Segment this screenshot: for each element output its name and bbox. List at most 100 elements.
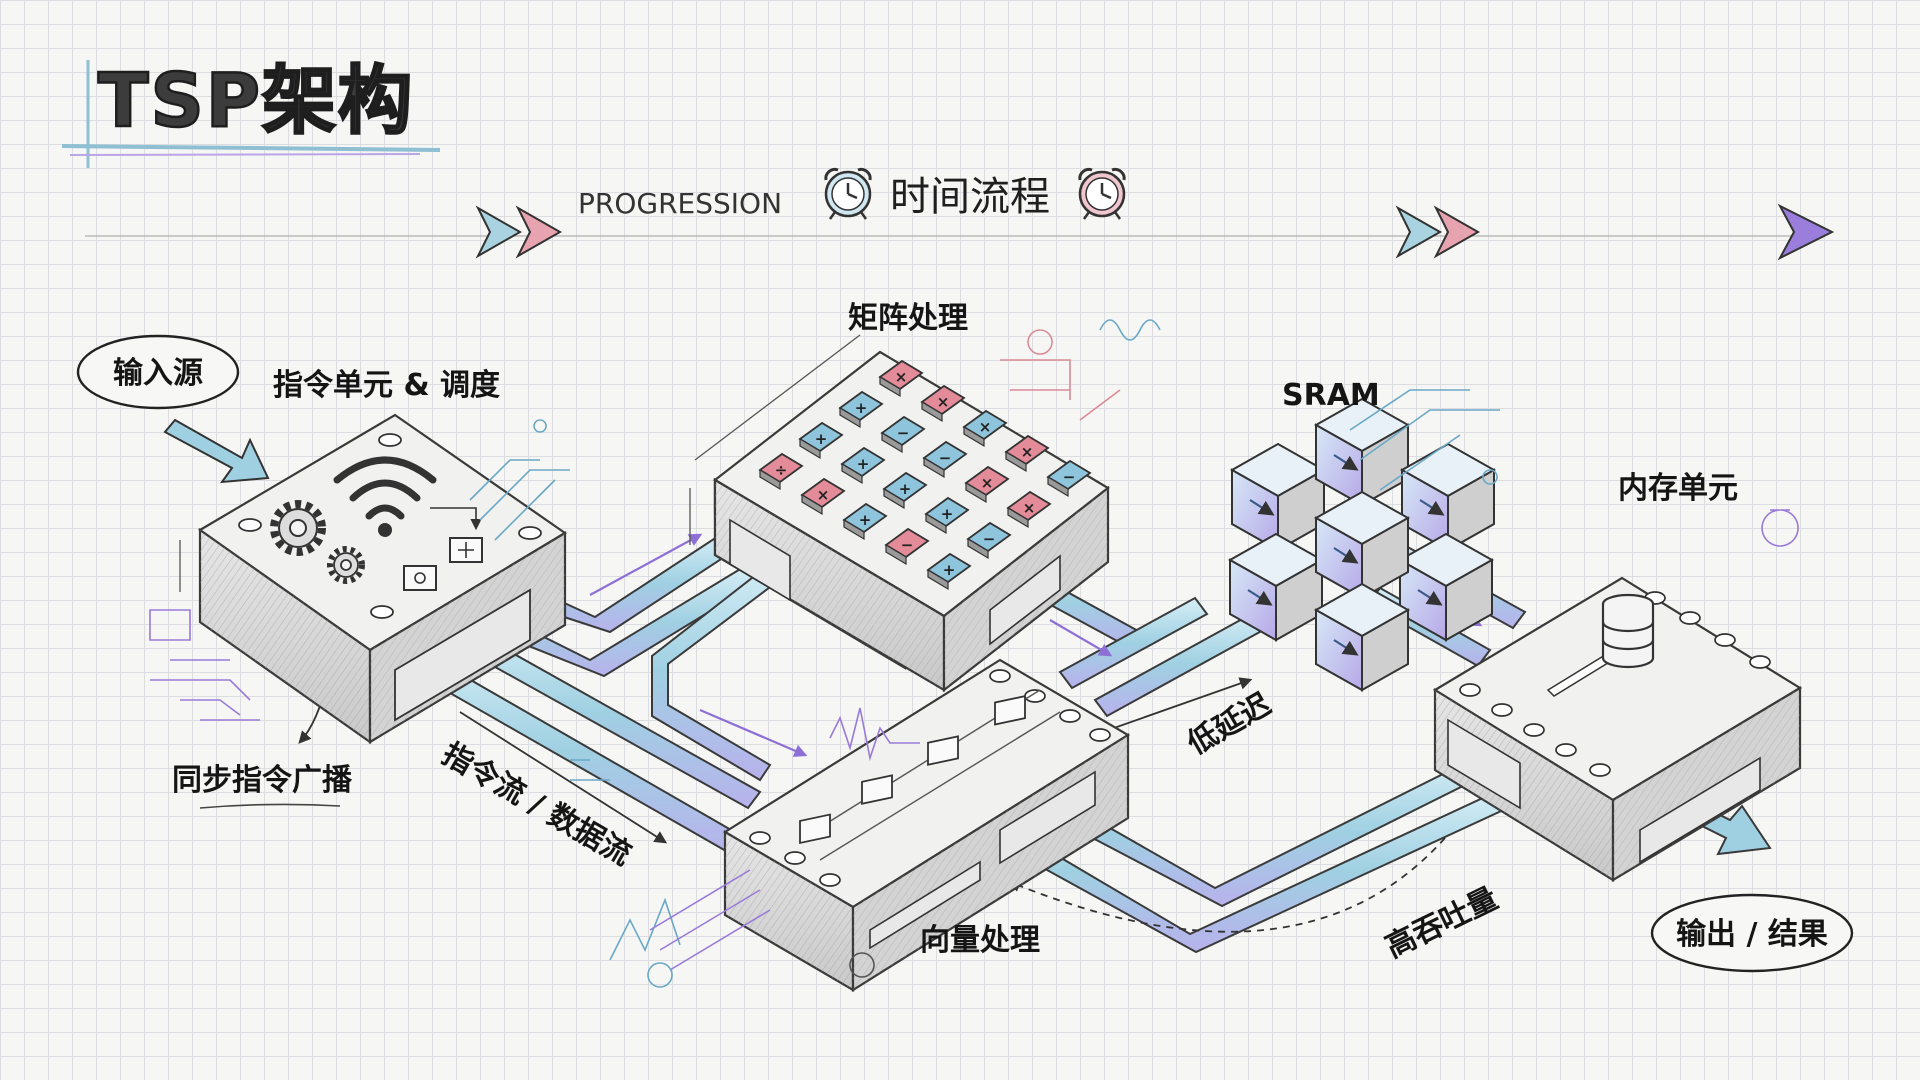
vector-processing-box (722, 658, 1131, 992)
sync-broadcast-label: 同步指令广播 (172, 763, 353, 798)
matrix-key-symbol: × (1023, 499, 1036, 517)
matrix-key-symbol: − (897, 424, 910, 442)
matrix-key: + (924, 496, 970, 535)
matrix-key-symbol: − (901, 536, 914, 554)
clock-sketch-icon (647, 962, 673, 988)
flow-arrows (298, 533, 1483, 933)
gear-icon (270, 500, 326, 556)
output-result-label: 输出 / 结果 (1676, 917, 1828, 952)
swap-arrow-icon (1333, 454, 1359, 471)
input-source-label: 输入源 (113, 356, 203, 391)
matrix-key-symbol: − (939, 449, 952, 467)
memory-unit-box (1432, 576, 1803, 882)
data-flow-arrow (459, 711, 668, 844)
sram-cube (1397, 532, 1495, 642)
matrix-key: − (966, 521, 1012, 560)
matrix-key-symbol: × (981, 474, 994, 492)
matrix-key: × (964, 465, 1010, 504)
chip-icon (403, 565, 437, 591)
matrix-key-symbol: − (983, 530, 996, 548)
sram-cube (1313, 397, 1411, 507)
pipe-vector-to-sram-a (1058, 596, 1209, 690)
title-rule-accent (69, 153, 421, 156)
swap-arrow-icon (1417, 589, 1443, 606)
page-title: TSP架构 (98, 58, 414, 144)
pipe-matrix-to-vector (651, 558, 792, 782)
matrix-processing-box: ÷++××+−×++−×−+××+−×− (689, 334, 1110, 693)
database-icon (1601, 593, 1655, 669)
matrix-key-symbol: + (943, 561, 956, 579)
high-throughput-arrow (1007, 837, 1446, 933)
matrix-key: + (840, 446, 886, 485)
timeline-progression-label: PROGRESSION (578, 187, 782, 220)
swap-arrow-icon (1247, 589, 1273, 606)
instruction-unit-box (179, 413, 568, 745)
timeline: PROGRESSION 时间流程 (85, 167, 1835, 261)
timeline-chevron-pink-1 (515, 205, 563, 259)
alarm-clock-icon (824, 167, 872, 220)
matrix-key: − (880, 415, 926, 454)
alarm-clock-icon (1078, 167, 1126, 220)
clock-sketch-icon (849, 952, 875, 978)
matrix-key: ÷ (758, 452, 804, 491)
matrix-key-symbol: + (859, 511, 872, 529)
swap-arrow-icon (1333, 639, 1359, 656)
swap-arrow-icon (1333, 547, 1359, 564)
matrix-key: × (878, 359, 924, 398)
sram-cube (1313, 490, 1411, 600)
matrix-key-symbol: × (979, 418, 992, 436)
sram-cube (1227, 532, 1325, 642)
matrix-key: + (798, 421, 844, 460)
matrix-key-symbol: + (941, 505, 954, 523)
matrix-key-symbol: ÷ (775, 461, 788, 479)
instruction-unit-label: 指令单元 & 调度 (273, 368, 500, 403)
input-source-badge (76, 334, 240, 410)
matrix-key: × (920, 384, 966, 423)
sram-cube (1313, 582, 1411, 692)
input-arrow (163, 418, 270, 484)
matrix-key-symbol: × (1021, 443, 1034, 461)
matrix-key: × (1006, 490, 1052, 529)
output-result-badge (1650, 893, 1854, 973)
timeline-chevron-blue-2 (1395, 205, 1443, 259)
matrix-key-symbol: + (857, 455, 870, 473)
matrix-key-symbol: + (815, 430, 828, 448)
timeline-arrow-head (1777, 203, 1835, 261)
matrix-key: + (882, 471, 928, 510)
matrix-key: + (842, 502, 888, 541)
matrix-key-symbol: − (1063, 468, 1076, 486)
swap-arrow-icon (1419, 499, 1445, 516)
flow-arrow (1049, 619, 1113, 657)
timeline-chevron-blue-1 (475, 205, 523, 259)
decorative-sketches (149, 319, 1799, 988)
high-throughput-label: 高吞吐量 (1380, 881, 1503, 965)
matrix-keypad: ÷++××+−×++−×−+××+−×− (758, 359, 1092, 591)
matrix-key: − (884, 527, 930, 566)
matrix-processing-label: 矩阵处理 (848, 301, 968, 336)
matrix-key: + (838, 390, 884, 429)
swap-arrow-icon (1249, 499, 1275, 516)
sram-cube (1229, 442, 1327, 552)
matrix-key: − (1046, 459, 1092, 498)
flow-arrow (699, 708, 808, 757)
matrix-key-symbol: × (817, 486, 830, 504)
sram-cube (1399, 442, 1497, 552)
timeline-time-label: 时间流程 (890, 174, 1050, 220)
title-rule-horizontal (61, 144, 441, 152)
low-latency-label: 低延迟 (1181, 687, 1277, 763)
wifi-icon (333, 456, 437, 537)
matrix-key: + (926, 552, 972, 591)
matrix-key: × (962, 409, 1008, 448)
flow-arrow (589, 533, 703, 596)
sram-block (1227, 397, 1497, 692)
matrix-key-symbol: × (937, 393, 950, 411)
matrix-key: × (800, 477, 846, 516)
memory-unit-label: 内存单元 (1618, 471, 1738, 506)
matrix-key-symbol: × (895, 368, 908, 386)
vector-processing-label: 向量处理 (920, 923, 1040, 958)
gear-icon (327, 546, 365, 584)
matrix-key-symbol: + (855, 399, 868, 417)
title-block: TSP架构 (61, 57, 441, 168)
sram-label: SRAM (1282, 378, 1380, 413)
